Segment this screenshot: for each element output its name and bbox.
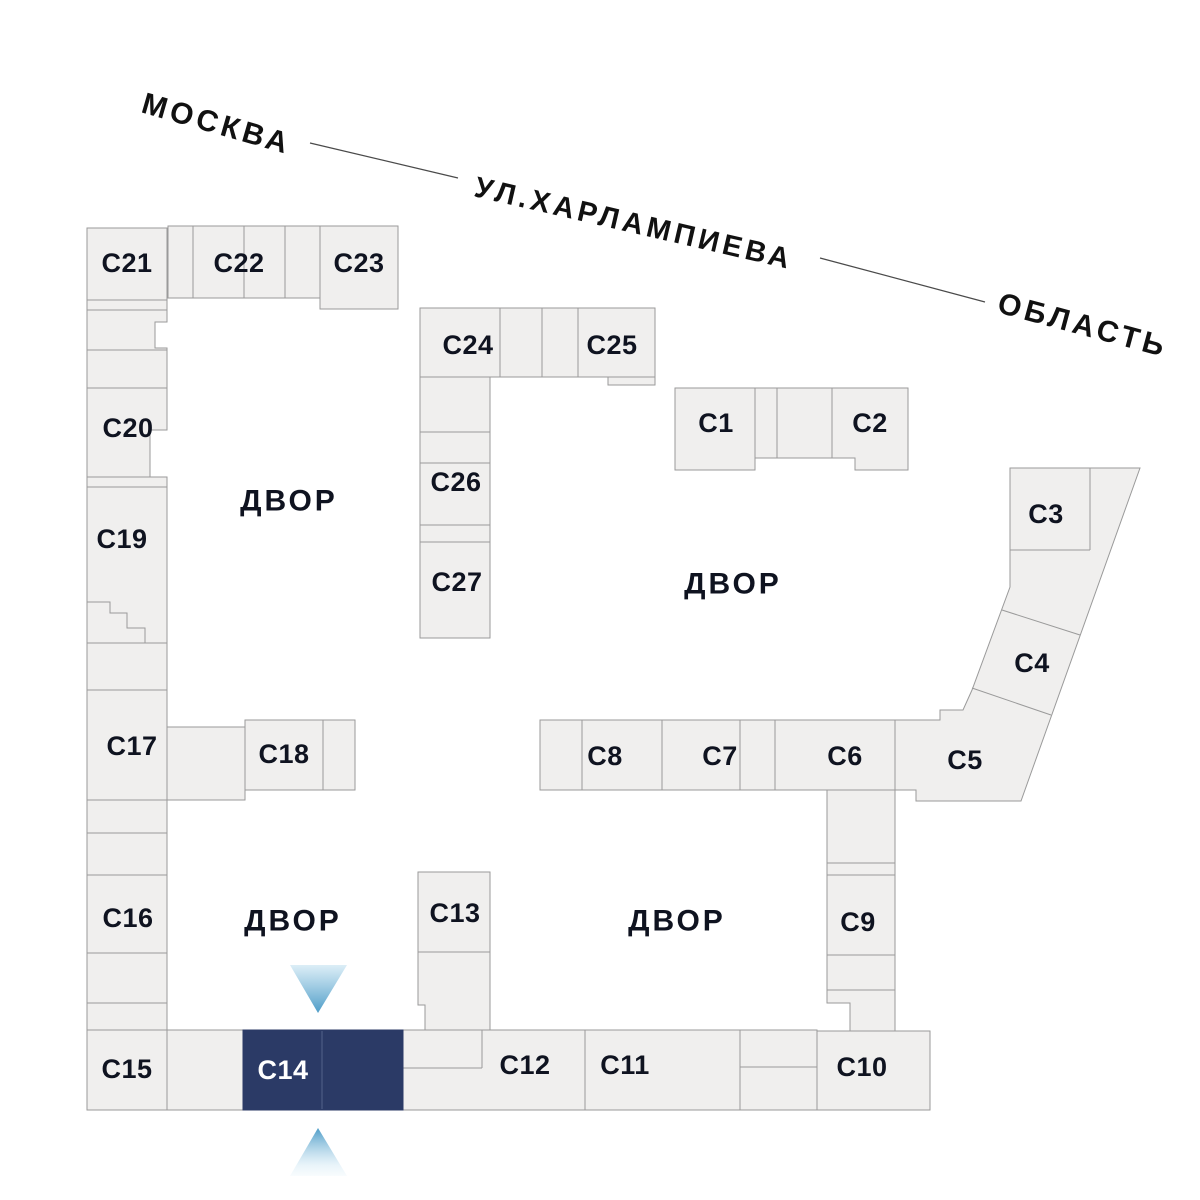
building-c1-c2-bar[interactable] xyxy=(674,387,909,471)
building-c16-block[interactable] xyxy=(86,874,168,954)
street-line-right xyxy=(819,257,986,303)
building-label-c18: С18 xyxy=(258,739,309,769)
building-label-c3: С3 xyxy=(1028,499,1064,529)
left-strip-section xyxy=(86,799,168,834)
building-label-c24: С24 xyxy=(442,330,493,360)
building-bottom-bar[interactable] xyxy=(86,1029,818,1111)
courtyard-label: ДВОР xyxy=(684,568,782,601)
building-c24-c25-bar[interactable] xyxy=(419,307,656,378)
building-c25-step xyxy=(607,376,656,386)
building-label-c1: С1 xyxy=(698,408,734,438)
buildings-layer xyxy=(86,225,1141,1111)
courtyard-label: ДВОР xyxy=(628,905,726,938)
street-line-left xyxy=(309,142,459,179)
building-label-c2: С2 xyxy=(852,408,888,438)
building-label-c17: С17 xyxy=(106,731,157,761)
building-label-c20: С20 xyxy=(102,413,153,443)
building-c26-c27-strip[interactable] xyxy=(419,376,491,639)
building-label-c8: С8 xyxy=(587,741,623,771)
building-label-c11: С11 xyxy=(600,1050,650,1080)
arrow-down-icon xyxy=(290,965,347,1013)
building-labels: С21 С22 С23 С20 С19 С17 С18 С16 С15 С13 … xyxy=(96,248,1063,1085)
building-label-c22: С22 xyxy=(213,248,264,278)
street-label-moscow: МОСКВА xyxy=(138,87,295,161)
building-label-c19: С19 xyxy=(96,524,147,554)
building-c17-block[interactable] xyxy=(86,689,168,801)
building-c10-block[interactable] xyxy=(816,1030,931,1111)
courtyard-label: ДВОР xyxy=(244,905,342,938)
building-label-c7: С7 xyxy=(702,741,738,771)
courtyard-label: ДВОР xyxy=(240,485,338,518)
building-label-c23: С23 xyxy=(333,248,384,278)
building-label-c15: С15 xyxy=(101,1054,152,1084)
building-label-c13: С13 xyxy=(429,898,480,928)
building-c6-c7-c8-row[interactable] xyxy=(539,719,896,791)
building-label-c12: С12 xyxy=(499,1050,550,1080)
left-strip-section xyxy=(86,952,168,1004)
building-c14-block-selected[interactable] xyxy=(242,1029,404,1111)
courtyard-labels: ДВОР ДВОР ДВОР ДВОР xyxy=(240,485,782,938)
building-label-c10: С10 xyxy=(836,1052,887,1082)
building-label-c14-selected: С14 xyxy=(257,1055,308,1085)
connector-section xyxy=(166,726,246,801)
street-label-kharlampieva: УЛ.ХАРЛАМПИЕВА xyxy=(471,172,796,277)
left-strip-section xyxy=(86,1002,168,1031)
building-label-c27: С27 xyxy=(431,567,482,597)
left-strip-section xyxy=(86,299,168,311)
selection-arrows xyxy=(290,965,347,1176)
building-c18-block[interactable] xyxy=(244,719,356,791)
building-label-c9: С9 xyxy=(840,907,876,937)
building-label-c21: С21 xyxy=(101,248,152,278)
building-label-c16: С16 xyxy=(102,903,153,933)
stair-step-line xyxy=(87,601,146,643)
left-strip-section xyxy=(86,309,168,351)
selected-building xyxy=(242,1029,404,1111)
building-c3-c4-c5-wing[interactable] xyxy=(894,467,1141,802)
building-label-c6: С6 xyxy=(827,741,863,771)
building-c23-block[interactable] xyxy=(319,225,399,310)
building-label-c4: С4 xyxy=(1014,648,1050,678)
left-strip-section xyxy=(86,476,168,488)
left-strip-section xyxy=(86,642,168,691)
building-label-c5: С5 xyxy=(947,745,983,775)
building-c13-strip[interactable] xyxy=(417,871,491,1031)
building-label-c26: С26 xyxy=(430,467,481,497)
left-strip-section xyxy=(86,832,168,876)
building-c21-block[interactable] xyxy=(86,227,168,301)
street-label-oblast: ОБЛАСТЬ xyxy=(994,287,1172,364)
arrow-up-icon xyxy=(290,1128,347,1176)
building-label-c25: С25 xyxy=(586,330,637,360)
left-strip-section xyxy=(86,349,168,389)
